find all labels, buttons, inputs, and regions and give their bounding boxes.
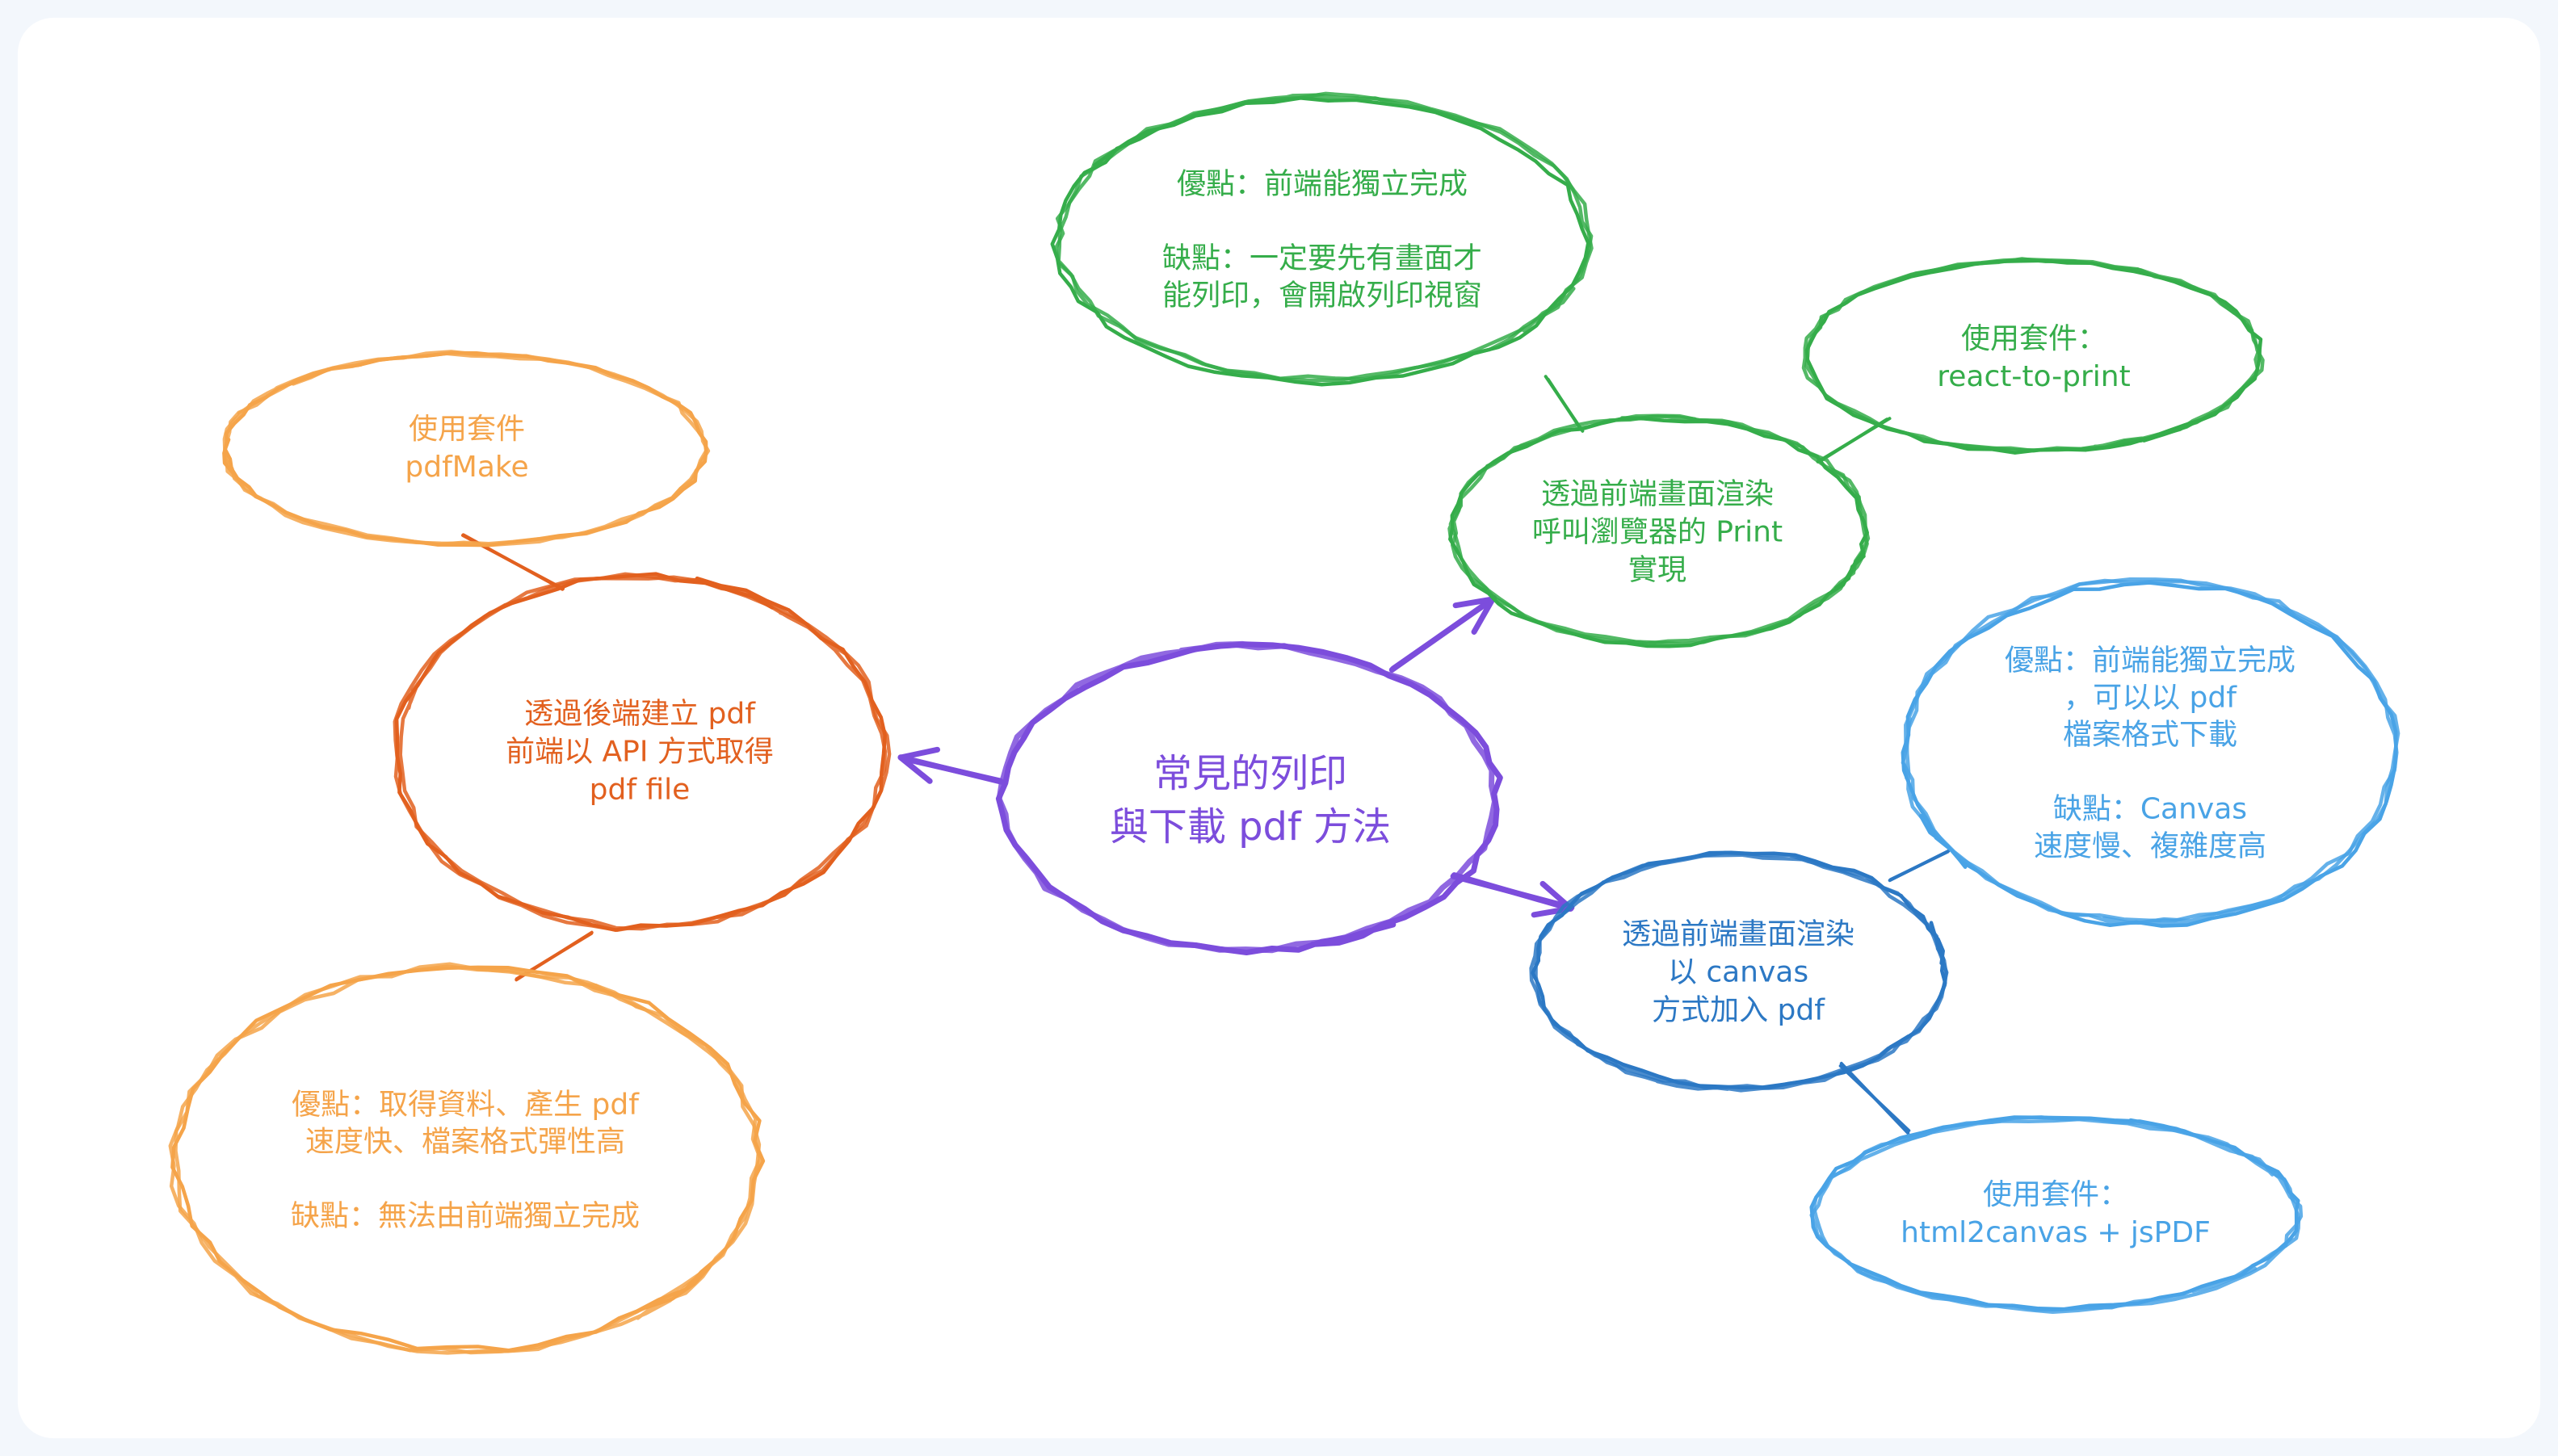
node-text-line: 方式加入 pdf	[1652, 994, 1825, 1027]
node-text-line: 能列印，會開啟列印視窗	[1162, 279, 1482, 313]
connector-0	[897, 746, 1005, 785]
node-text-line: 缺點：一定要先有畫面才	[1162, 242, 1482, 275]
node-text-line: 呼叫瀏覽器的 Print	[1532, 516, 1783, 549]
node-text-line: 實現	[1628, 554, 1686, 587]
node-text-line: 速度快、檔案格式彈性高	[305, 1126, 625, 1159]
node-labels: 常見的列印與下載 pdf 方法 透過後端建立 pdf 前端以 API 方式取得 pdf…	[291, 168, 2295, 1249]
node-canvas-proscons-label: 優點：前端能獨立完成 ，可以以 pdf 檔案格式下載缺點：Canvas 速度慢、複雜度…	[2005, 644, 2295, 863]
node-backend-proscons-shape	[168, 962, 766, 1355]
node-text-line: 缺點：無法由前端獨立完成	[291, 1200, 640, 1233]
connector-2	[1450, 872, 1575, 918]
node-text-line: 缺點：Canvas	[2053, 793, 2247, 826]
node-canvas-shape	[1529, 850, 1949, 1093]
node-canvas-label: 透過前端畫面渲染以 canvas 方式加入 pdf	[1622, 918, 1854, 1027]
connector-8	[1838, 1061, 1911, 1135]
node-backend-label: 透過後端建立 pdf 前端以 API 方式取得 pdf file	[506, 698, 774, 807]
node-text-line: ，可以以 pdf	[2064, 682, 2237, 715]
node-print-lib-shape	[1801, 257, 2265, 455]
node-canvas-lib-label: 使用套件： html2canvas + jsPDF	[1901, 1178, 2211, 1249]
connectors	[460, 375, 1951, 1135]
node-text-line: 常見的列印	[1153, 751, 1347, 796]
connector-7	[1888, 849, 1951, 883]
arrowhead-icon	[897, 746, 941, 784]
node-center-shape	[995, 640, 1503, 955]
node-canvas-lib-shape	[1809, 1115, 2304, 1315]
node-text-line: 優點：前端能獨立完成	[2005, 644, 2295, 678]
node-text-line: html2canvas + jsPDF	[1901, 1216, 2211, 1249]
node-shapes	[168, 91, 2400, 1355]
node-text-line: 優點：前端能獨立完成	[1177, 168, 1468, 201]
node-text-line: 與下載 pdf 方法	[1110, 804, 1391, 850]
node-text-line: 使用套件：	[1983, 1178, 2128, 1211]
node-backend-proscons-label: 優點：取得資料、產生 pdf 速度快、檔案格式彈性高缺點：無法由前端獨立完成	[291, 1089, 640, 1233]
node-text-line: 以 canvas	[1668, 956, 1808, 989]
node-text-line: react-to-print	[1937, 360, 2131, 393]
node-backend-lib-shape	[222, 350, 711, 548]
node-text-line: 前端以 API 方式取得	[506, 736, 774, 769]
node-backend-shape	[393, 572, 892, 933]
node-print-proscons-shape	[1050, 91, 1594, 387]
node-canvas-proscons-shape	[1901, 577, 2400, 928]
whiteboard-canvas	[18, 18, 2540, 1438]
node-print-label: 透過前端畫面渲染呼叫瀏覽器的 Print 實現	[1532, 478, 1783, 587]
node-text-line: 透過後端建立 pdf	[524, 698, 756, 731]
node-text-line: 使用套件	[409, 413, 525, 446]
node-backend-lib-label: 使用套件 pdfMake	[405, 413, 528, 484]
node-text-line: 檔案格式下載	[2063, 719, 2237, 752]
node-text-line: 透過前端畫面渲染	[1541, 478, 1774, 511]
node-print-lib-label: 使用套件： react-to-print	[1937, 322, 2131, 393]
connector-1	[1388, 594, 1497, 673]
node-text-line: 透過前端畫面渲染	[1622, 918, 1854, 951]
node-center-label: 常見的列印與下載 pdf 方法	[1110, 751, 1391, 850]
node-print-shape	[1447, 413, 1871, 648]
node-text-line: pdfMake	[405, 451, 528, 484]
connector-5	[1544, 375, 1585, 433]
node-text-line: pdf file	[590, 774, 691, 807]
node-text-line: 速度慢、複雜度高	[2034, 830, 2266, 863]
node-text-line: 使用套件：	[1961, 322, 2106, 355]
node-print-proscons-label: 優點：前端能獨立完成缺點：一定要先有畫面才能列印，會開啟列印視窗	[1162, 168, 1482, 313]
node-text-line: 優點：取得資料、產生 pdf	[292, 1089, 640, 1122]
